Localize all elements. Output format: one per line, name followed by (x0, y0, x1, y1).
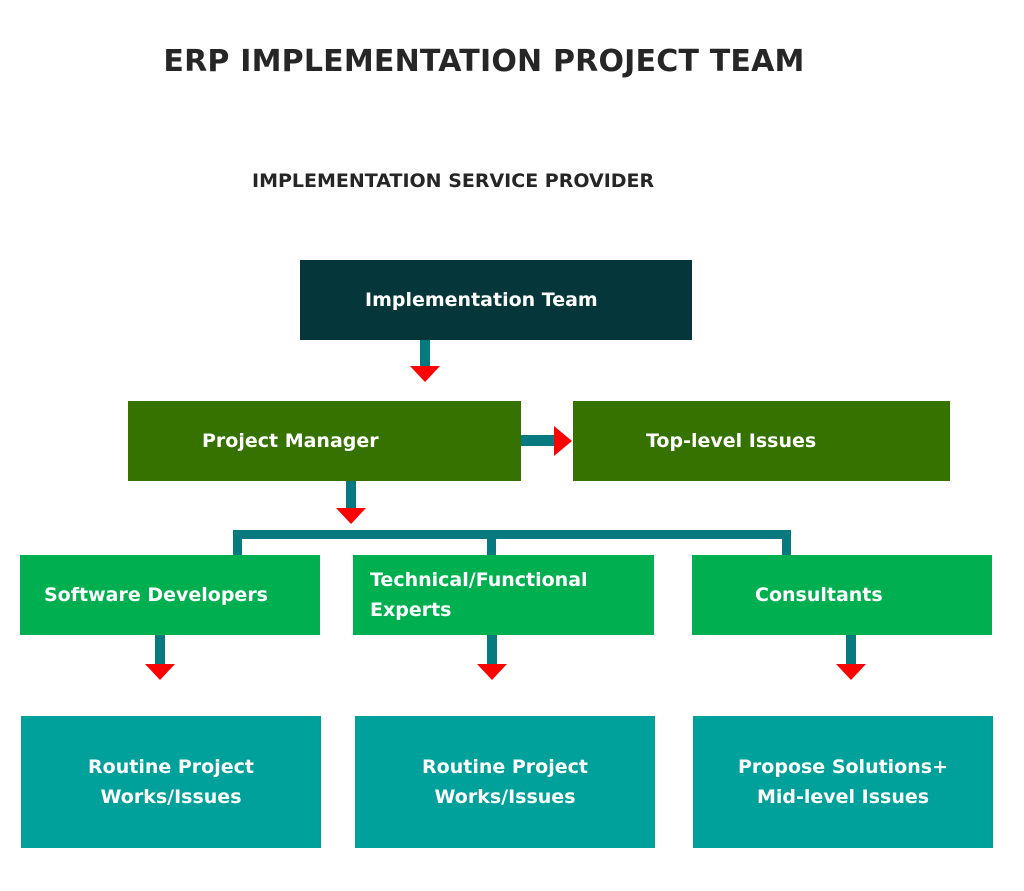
connector-pm-down (346, 481, 356, 509)
node-consultants: Consultants (692, 555, 992, 635)
connector-experts-down (487, 635, 497, 665)
connector-leg-experts (487, 530, 496, 555)
connector-team-to-pm (420, 340, 430, 368)
node-label-line-1: Propose Solutions+ (738, 756, 948, 778)
connector-leg-consultants (782, 530, 791, 555)
arrowhead-down-icon (410, 366, 440, 382)
node-project-manager: Project Manager (128, 401, 521, 481)
node-label: Top-level Issues (646, 430, 817, 452)
diagram-title: ERP IMPLEMENTATION PROJECT TEAM (163, 44, 805, 79)
node-implementation-team: Implementation Team (300, 260, 692, 340)
node-label: Consultants (755, 584, 883, 606)
connector-bracket-horizontal (233, 530, 791, 539)
connector-leg-developers (233, 530, 242, 555)
node-label-line-2: Works/Issues (100, 786, 242, 808)
node-label-line-2: Experts (370, 599, 452, 621)
arrowhead-down-icon (836, 664, 866, 680)
node-label: Software Developers (44, 584, 268, 606)
node-label-line-2: Works/Issues (434, 786, 576, 808)
arrowhead-right-icon (554, 426, 572, 456)
node-label: Implementation Team (365, 289, 598, 311)
node-experts-responsibility: Routine Project Works/Issues (355, 716, 655, 848)
diagram-subtitle: IMPLEMENTATION SERVICE PROVIDER (252, 170, 655, 192)
node-developers-responsibility: Routine Project Works/Issues (21, 716, 321, 848)
node-label-line-1: Technical/Functional (370, 569, 588, 591)
arrowhead-down-icon (145, 664, 175, 680)
connector-consultants-down (846, 635, 856, 665)
arrowhead-down-icon (477, 664, 507, 680)
node-label: Project Manager (202, 430, 379, 452)
node-label-line-1: Routine Project (88, 756, 254, 778)
connector-pm-to-top-level (521, 435, 555, 446)
connector-developers-down (155, 635, 165, 665)
node-consultants-responsibility: Propose Solutions+ Mid-level Issues (693, 716, 993, 848)
arrowhead-down-icon (336, 508, 366, 524)
node-top-level-issues: Top-level Issues (573, 401, 950, 481)
node-software-developers: Software Developers (20, 555, 320, 635)
node-technical-functional-experts: Technical/Functional Experts (353, 555, 654, 635)
node-label-line-2: Mid-level Issues (756, 786, 930, 808)
node-label-line-1: Routine Project (422, 756, 588, 778)
